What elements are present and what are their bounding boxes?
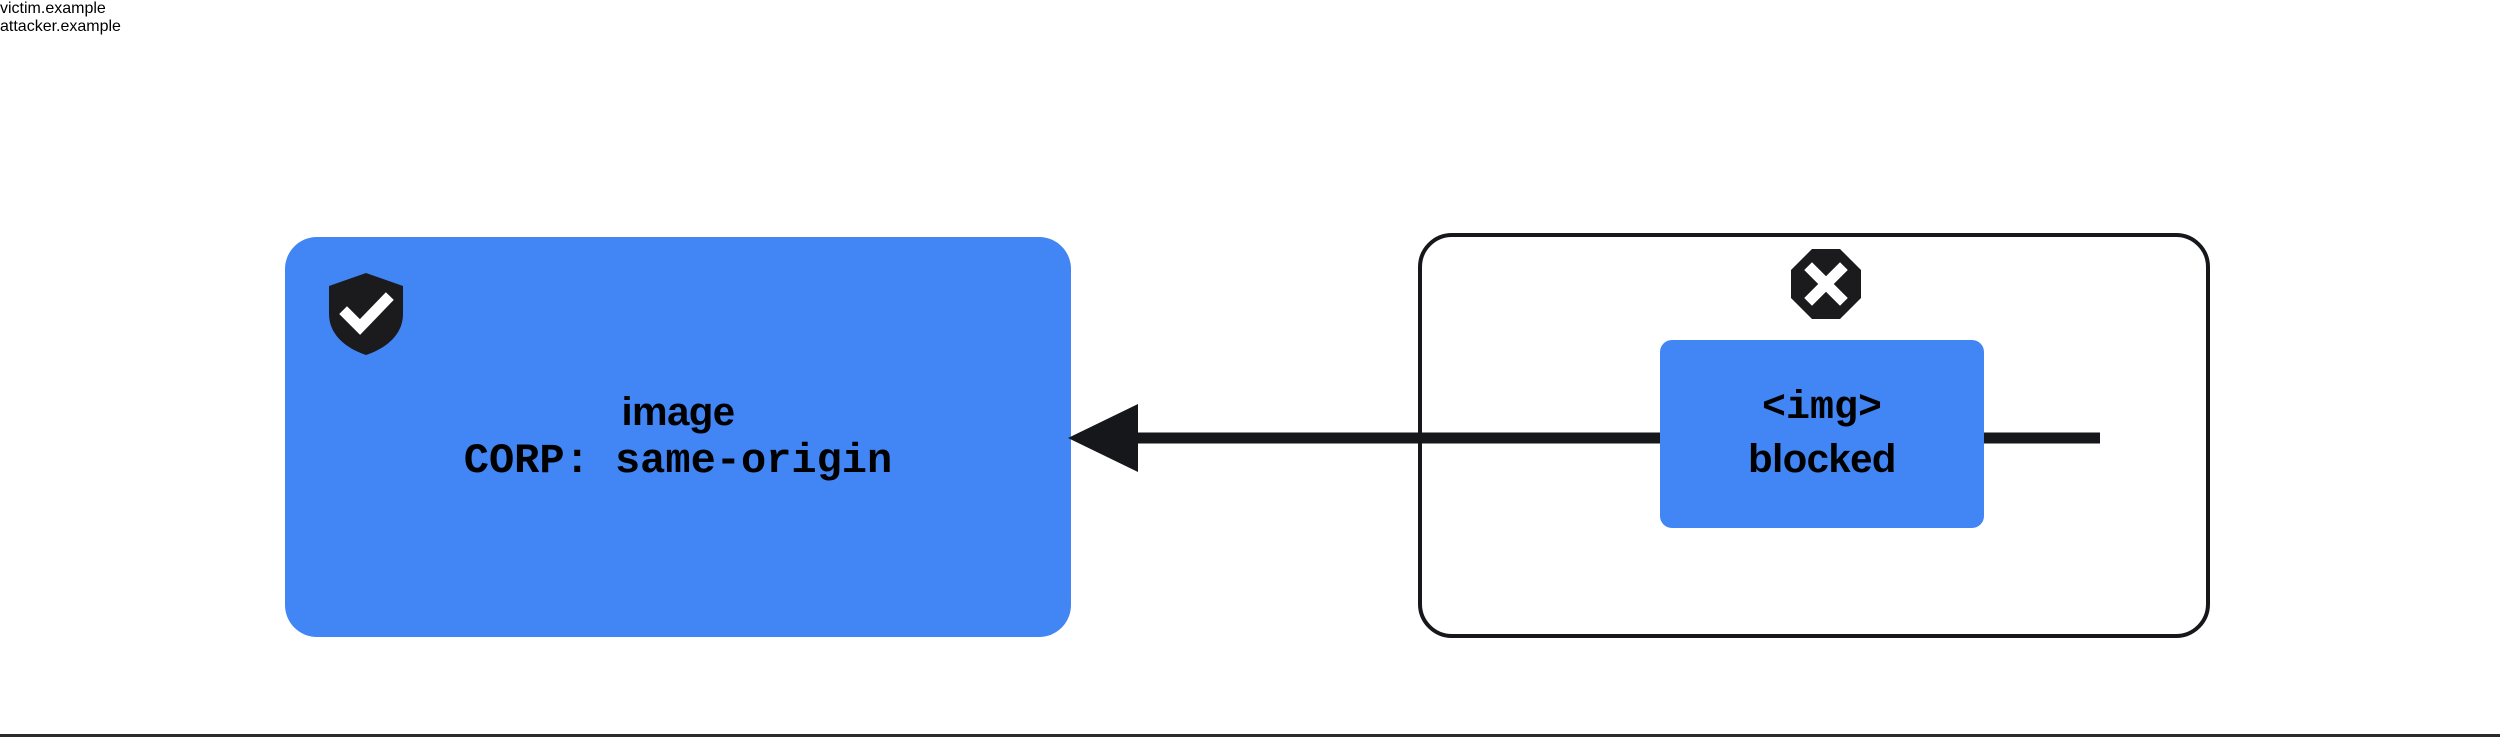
attacker-embed-card: <img> blocked — [1660, 340, 1984, 528]
attacker-origin-label: attacker.example — [0, 18, 121, 35]
victim-resource-name: image — [621, 389, 735, 434]
victim-resource-corp-header: CORP: same-origin — [463, 436, 893, 485]
victim-resource-card: image CORP: same-origin — [285, 237, 1071, 637]
blocked-octagon-icon — [1790, 248, 1862, 320]
shield-check-icon — [327, 272, 405, 356]
bottom-divider — [0, 734, 2500, 737]
victim-resource-text-block: image CORP: same-origin — [285, 237, 1071, 637]
attacker-embed-status: blocked — [1748, 437, 1896, 481]
attacker-embed-tag: <img> — [1761, 386, 1883, 431]
victim-origin-label: victim.example — [0, 0, 106, 17]
